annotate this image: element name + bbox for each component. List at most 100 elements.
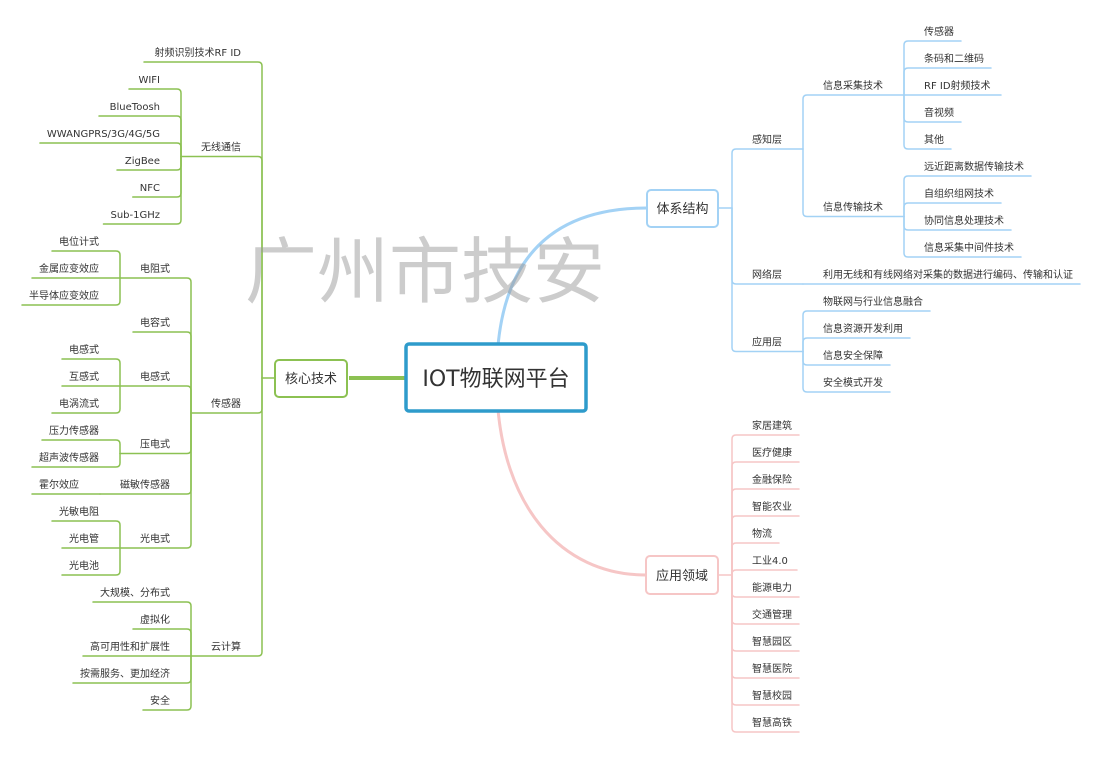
architecture-connector [731,207,804,353]
core-tech-topic-level-2: 电阻式 [140,262,170,275]
application-field-topic-level-1: 能源电力 [752,581,792,594]
architecture-label: 体系结构 [656,202,708,217]
core-tech-connector [51,250,121,279]
application-branch-curve [495,393,648,577]
core-tech-topic-level-3: 电位计式 [59,235,99,248]
core-tech-connector [31,452,121,468]
core-tech-topic-level-2: NFC [140,183,160,194]
core-tech-connector [51,385,121,414]
architecture-topic-level-2: 信息采集技术 [823,79,883,92]
architecture-connector [731,148,804,209]
application-field-connector [731,461,800,576]
application-field-topic-level-1: 金融保险 [752,473,792,486]
core-tech-topic-level-2: 高可用性和扩展性 [90,640,170,653]
core-tech-topic-level-2: WIFI [138,75,160,86]
core-tech-topic-level-1: 射频识别技术RF ID [154,46,241,59]
branch-core-technology: 核心技术 [274,359,348,398]
architecture-topic-level-3: 信息采集中间件技术 [924,241,1014,254]
core-tech-topic-level-2: 大规模、分布式 [100,586,170,599]
architecture-topic-level-3: 传感器 [924,25,954,38]
core-tech-topic-level-3: 电感式 [69,343,99,356]
core-tech-connector [180,155,263,379]
core-tech-connector [190,377,263,657]
architecture-topic-level-3: 其他 [924,133,944,146]
architecture-connector [903,67,992,96]
core-tech-topic-level-3: 半导体应变效应 [29,289,99,302]
core-tech-topic-level-1: 无线通信 [201,141,241,154]
core-tech-connector [132,628,192,657]
branch-architecture: 体系结构 [646,189,719,228]
connector-layer [21,40,1081,733]
application-field-connector [731,488,800,576]
core-tech-topic-level-1: 传感器 [211,397,241,410]
architecture-topic-level-2: 物联网与行业信息融合 [823,295,923,308]
architecture-topic-level-1: 网络层 [752,268,782,281]
core-tech-connector [119,277,192,414]
architecture-topic-level-3: 协同信息处理技术 [924,214,1004,227]
core-tech-topic-level-2: ZigBee [125,156,160,167]
core-tech-topic-level-3: 压力传感器 [49,424,99,437]
application-field-topic-level-1: 交通管理 [752,608,792,621]
core-tech-connector [92,601,192,657]
core-tech-topic-level-2: Sub-1GHz [110,210,160,221]
architecture-topic-level-2: 信息资源开发利用 [823,322,903,335]
architecture-connector [903,175,1032,218]
architecture-topic-level-2: 利用无线和有线网络对采集的数据进行编码、传输和认证 [823,268,1073,281]
watermark-text: 广州市技安 [245,230,605,314]
branch-application-fields: 应用领域 [645,555,719,595]
core-tech-topic-level-3: 光敏电阻 [59,505,99,518]
core-tech-connector [119,412,192,549]
core-tech-topic-level-3: 超声波传感器 [39,451,99,464]
application-field-connector [731,569,798,576]
core-tech-connector [102,155,182,225]
core-technology-label: 核心技术 [285,372,337,387]
core-tech-connector [119,385,192,414]
central-topic-box [404,342,588,413]
core-tech-connector [61,358,121,387]
application-field-topic-level-1: 家居建筑 [752,419,792,432]
architecture-connector [802,148,905,218]
core-tech-topic-level-2: WWANGPRS/3G/4G/5G [47,129,160,140]
core-tech-topic-level-2: 压电式 [140,438,170,451]
architecture-connector [802,350,891,393]
architecture-topic-level-1: 应用层 [752,336,782,349]
architecture-topic-level-2: 安全模式开发 [823,376,883,389]
architecture-connector [903,40,962,96]
application-field-topic-level-1: 智慧园区 [752,635,792,648]
architecture-connector [903,202,1002,218]
core-tech-topic-level-2: 光电式 [140,532,170,545]
core-tech-topic-level-1: 云计算 [211,640,241,653]
central-topic: IOT物联网平台 [404,342,588,413]
core-tech-topic-level-2: 虚拟化 [140,613,170,626]
core-tech-connector [98,115,182,158]
application-fields-box [645,555,719,595]
core-tech-connector [128,88,182,158]
application-field-connector [731,434,800,576]
application-field-topic-level-1: 医疗健康 [752,446,792,459]
core-tech-topic-level-3: 互感式 [69,370,99,383]
architecture-topic-level-3: 音视频 [924,106,954,119]
application-field-topic-level-1: 智慧校园 [752,689,792,702]
core-tech-topic-level-2: 磁敏传感器 [120,478,170,491]
core-tech-connector [132,331,192,414]
architecture-topic-level-1: 感知层 [752,133,782,146]
core-tech-connector [21,277,121,306]
core-tech-topic-level-2: 电容式 [140,316,170,329]
core-tech-connector [61,547,121,576]
application-fields-label: 应用领域 [656,568,708,584]
core-technology-box [274,359,348,398]
core-tech-topic-level-2: 按需服务、更加经济 [80,667,170,680]
architecture-topic-level-3: 远近距离数据传输技术 [924,160,1024,173]
architecture-branch-curve [495,206,649,362]
architecture-topic-level-2: 信息安全保障 [823,349,883,362]
core-tech-topic-level-3: 金属应变效应 [39,262,99,275]
application-field-topic-level-1: 物流 [752,527,772,540]
architecture-topic-level-3: RF ID射频技术 [924,79,991,92]
central-topic-label: IOT物联网平台 [422,367,569,392]
core-tech-topic-level-3: 电涡流式 [59,397,99,410]
core-tech-topic-level-2: BlueToosh [110,102,160,113]
core-tech-connector [143,61,263,379]
application-field-connector [731,542,780,576]
core-tech-connector [142,655,192,711]
core-tech-connector [51,520,121,549]
